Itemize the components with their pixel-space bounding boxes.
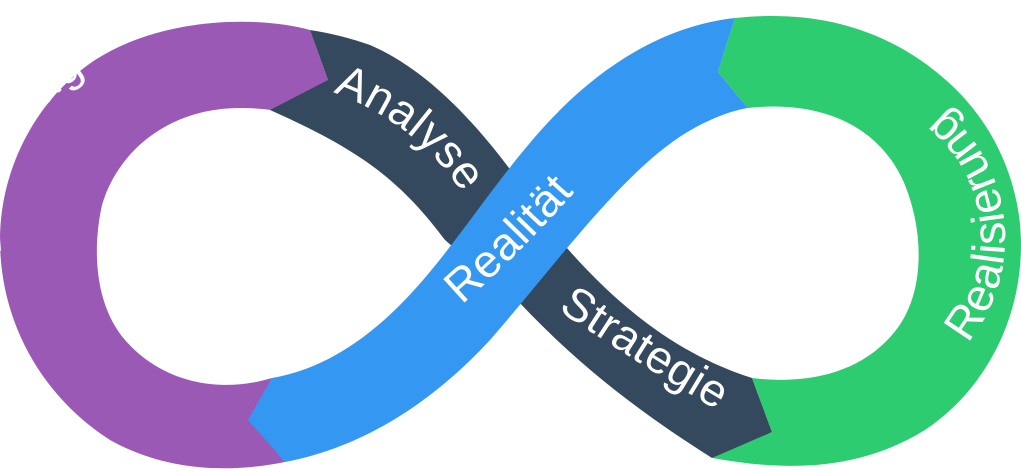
- realitaet-segment: [248, 18, 748, 462]
- ermittlung-segment: [0, 21, 328, 469]
- strategie-segment: [490, 240, 772, 458]
- realisierung-segment: [712, 15, 1021, 466]
